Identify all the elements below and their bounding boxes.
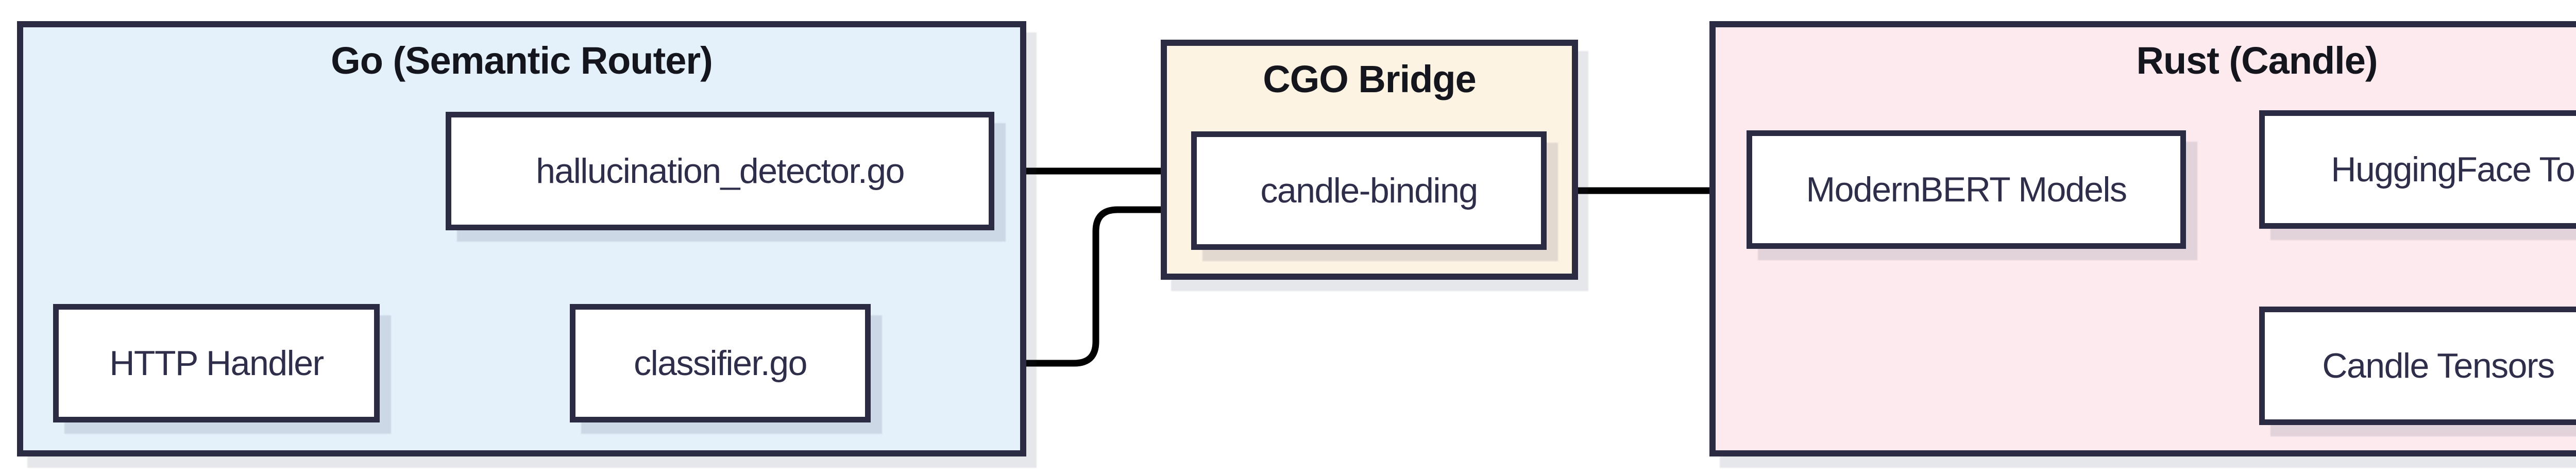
node-candle-tensors: Candle Tensors: [2259, 307, 2576, 425]
node-http-handler: HTTP Handler: [53, 304, 380, 422]
node-hallucination-detector: hallucination_detector.go: [446, 112, 994, 230]
group-rust-title: Rust (Candle): [2136, 39, 2378, 82]
group-cgo-title: CGO Bridge: [1263, 58, 1476, 100]
node-candle-binding: candle-binding: [1191, 131, 1547, 250]
node-classifier: classifier.go: [570, 304, 871, 422]
node-modernbert-models: ModernBERT Models: [1747, 130, 2186, 249]
node-huggingface-tokenizers: HuggingFace Tokenizers: [2259, 110, 2576, 229]
group-go-title: Go (Semantic Router): [331, 39, 713, 82]
